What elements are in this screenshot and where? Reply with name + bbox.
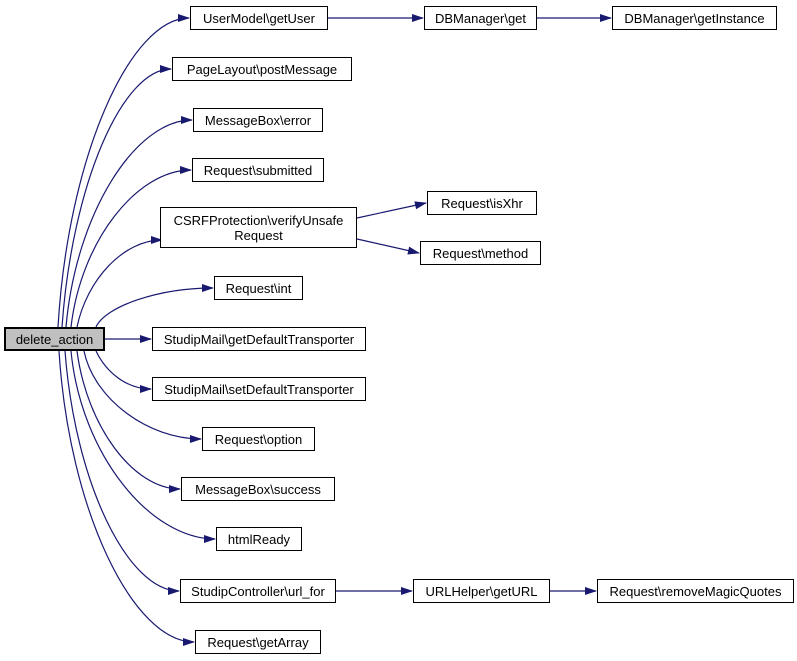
node-csrfprotection_verifyunsaferequest[interactable]: CSRFProtection\verifyUnsafe Request	[160, 207, 357, 248]
node-request_isxhr[interactable]: Request\isXhr	[427, 191, 537, 215]
edge-delete_action-to-usermodel_getuser	[57, 14, 190, 328]
node-studipmail_getdefaulttransporter[interactable]: StudipMail\getDefaultTransporter	[152, 327, 366, 351]
node-urlhelper_geturl[interactable]: URLHelper\getURL	[413, 579, 550, 603]
node-request_method[interactable]: Request\method	[420, 241, 541, 265]
node-dbmanager_get[interactable]: DBManager\get	[424, 6, 537, 30]
edge-csrfprotection_verifyunsaferequest-to-request_method	[356, 238, 420, 255]
node-htmlready[interactable]: htmlReady	[216, 527, 302, 551]
edge-delete_action-to-request_int	[95, 284, 214, 328]
node-request_getarray[interactable]: Request\getArray	[195, 630, 321, 654]
node-studipcontroller_url_for[interactable]: StudipController\url_for	[180, 579, 336, 603]
edge-delete_action-to-messagebox_success	[76, 350, 181, 493]
node-studipmail_setdefaulttransporter[interactable]: StudipMail\setDefaultTransporter	[152, 377, 366, 401]
edge-csrfprotection_verifyunsaferequest-to-request_isxhr	[356, 201, 427, 219]
node-delete_action[interactable]: delete_action	[4, 327, 105, 351]
node-request_removemagicquotes[interactable]: Request\removeMagicQuotes	[597, 579, 794, 603]
edge-delete_action-to-pagelayout_postmessage	[61, 65, 172, 328]
edge-delete_action-to-csrfprotection_verifyunsaferequest	[76, 236, 163, 328]
node-request_option[interactable]: Request\option	[202, 427, 315, 451]
edge-delete_action-to-studipmail_setdefaulttransporter	[95, 350, 152, 393]
node-request_submitted[interactable]: Request\submitted	[192, 158, 324, 182]
node-dbmanager_getinstance[interactable]: DBManager\getInstance	[612, 6, 777, 30]
edge-delete_action-to-request_submitted	[70, 166, 192, 328]
node-messagebox_success[interactable]: MessageBox\success	[181, 477, 335, 501]
node-pagelayout_postmessage[interactable]: PageLayout\postMessage	[172, 57, 352, 81]
node-messagebox_error[interactable]: MessageBox\error	[193, 108, 323, 132]
node-usermodel_getuser[interactable]: UserModel\getUser	[190, 6, 328, 30]
node-request_int[interactable]: Request\int	[214, 276, 303, 300]
